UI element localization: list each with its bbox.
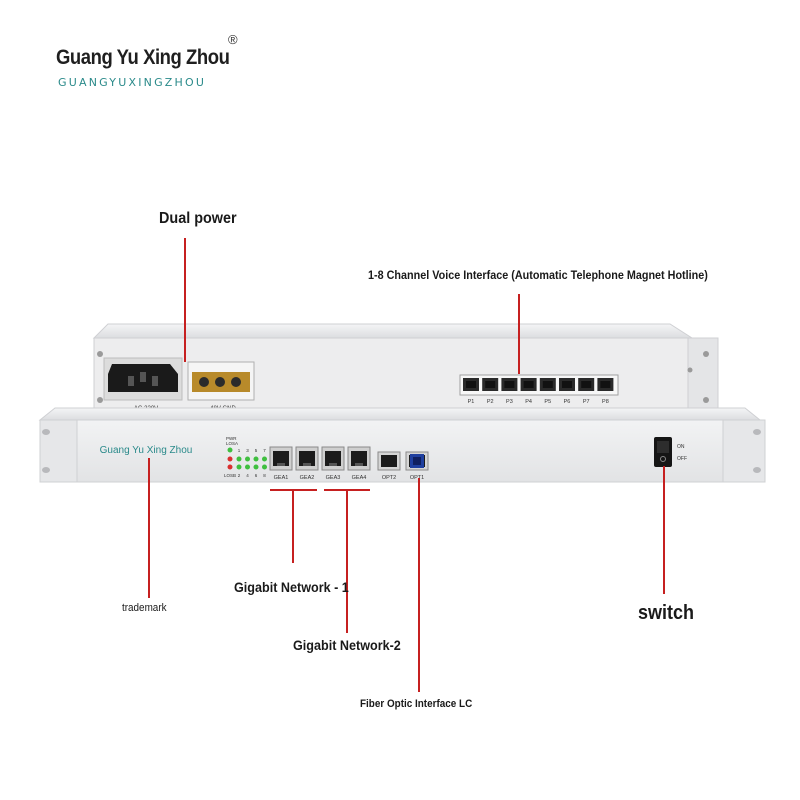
led-port bbox=[262, 464, 267, 470]
phone-port[interactable] bbox=[539, 378, 556, 391]
callout-dual-power: Dual power bbox=[159, 210, 237, 227]
phone-port[interactable] bbox=[597, 378, 614, 391]
phone-port[interactable] bbox=[578, 378, 595, 391]
front-brand-label: Guang Yu Xing Zhou bbox=[100, 445, 193, 456]
led-number: 5 bbox=[255, 448, 258, 453]
phone-port-label: P7 bbox=[583, 399, 590, 405]
led-pwr bbox=[227, 447, 233, 453]
led-number: 4 bbox=[246, 473, 249, 478]
trademark-line bbox=[148, 458, 150, 598]
ethernet-port[interactable] bbox=[321, 446, 345, 471]
callout-fiber: Fiber Optic Interface LC bbox=[360, 698, 473, 710]
phone-port-label: P4 bbox=[525, 399, 532, 405]
callout-trademark: trademark bbox=[122, 602, 167, 614]
phone-port-label: P3 bbox=[506, 399, 513, 405]
ethernet-port[interactable] bbox=[269, 446, 293, 471]
phone-port-label: P6 bbox=[564, 399, 571, 405]
optical-port-label: OPT1 bbox=[410, 475, 424, 481]
led-number: 7 bbox=[263, 448, 266, 453]
phone-port-label: P8 bbox=[602, 399, 609, 405]
led-number: 6 bbox=[255, 473, 258, 478]
led-port bbox=[236, 456, 242, 462]
led-port bbox=[253, 464, 259, 470]
led-number: 1 bbox=[238, 448, 241, 453]
registered-mark: ® bbox=[228, 32, 238, 47]
led-label-losb: LOSB bbox=[224, 473, 236, 478]
switch-on-label: ON bbox=[677, 444, 685, 450]
phone-port[interactable] bbox=[463, 378, 479, 391]
phone-port-label: P1 bbox=[468, 399, 475, 405]
fiber-line bbox=[418, 478, 420, 692]
voice-interface-line bbox=[518, 294, 520, 374]
led-number: 3 bbox=[246, 448, 249, 453]
optical-port[interactable] bbox=[405, 451, 429, 471]
switch-off-label: OFF bbox=[677, 456, 687, 462]
optical-port[interactable] bbox=[377, 451, 401, 471]
gigabit-1-line bbox=[292, 489, 294, 563]
led-port bbox=[245, 456, 250, 462]
phone-port-label: P5 bbox=[544, 399, 551, 405]
callout-switch: switch bbox=[638, 602, 695, 624]
led-label-pwr: PWR bbox=[226, 436, 237, 441]
phone-port[interactable] bbox=[559, 378, 575, 391]
led-port bbox=[253, 456, 259, 462]
led-port bbox=[262, 456, 267, 462]
led-port bbox=[245, 464, 250, 470]
callout-gigabit-2: Gigabit Network-2 bbox=[293, 637, 401, 653]
ethernet-port[interactable] bbox=[347, 446, 371, 471]
switch-line bbox=[663, 466, 665, 594]
phone-port-label: P2 bbox=[487, 399, 494, 405]
phone-port[interactable] bbox=[501, 378, 518, 391]
led-label-losa: LOSA bbox=[226, 441, 238, 446]
brand-subtitle: GUANGYUXINGZHOU bbox=[58, 76, 207, 89]
callout-voice-interface: 1-8 Channel Voice Interface (Automatic T… bbox=[368, 268, 708, 282]
optical-port-label: OPT2 bbox=[382, 475, 396, 481]
front-panel bbox=[76, 419, 724, 483]
led-number: 8 bbox=[263, 473, 266, 478]
ethernet-port-label: GEA3 bbox=[326, 475, 341, 481]
led-number: 2 bbox=[238, 473, 241, 478]
dual-power-line bbox=[184, 238, 186, 362]
ethernet-port-label: GEA1 bbox=[274, 475, 289, 481]
led-los-b bbox=[227, 464, 233, 470]
led-port bbox=[236, 464, 242, 470]
led-los-a bbox=[227, 456, 233, 462]
ethernet-port-label: GEA4 bbox=[352, 475, 367, 481]
brand-logo-text: Guang Yu Xing Zhou bbox=[56, 46, 230, 69]
gigabit-2-line bbox=[346, 489, 348, 633]
ethernet-port[interactable] bbox=[295, 446, 319, 471]
phone-port[interactable] bbox=[482, 378, 499, 391]
phone-port[interactable] bbox=[520, 378, 537, 391]
callout-gigabit-1: Gigabit Network - 1 bbox=[234, 579, 349, 595]
ethernet-port-label: GEA2 bbox=[300, 475, 315, 481]
